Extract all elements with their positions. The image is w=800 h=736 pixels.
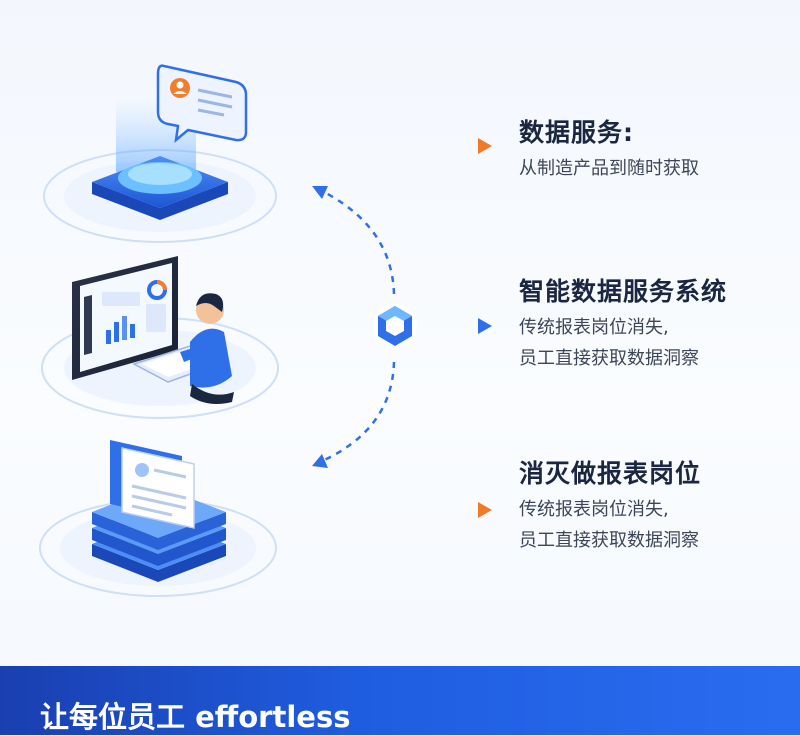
node-description: 传统报表岗位消失, xyxy=(519,499,669,520)
footer-banner: 让每位员工 effortless xyxy=(0,666,800,735)
node-description: 员工直接获取数据洞察 xyxy=(519,348,699,369)
node-label-smart-system: 智能数据服务系统 传统报表岗位消失, 员工直接获取数据洞察 xyxy=(519,272,727,374)
node-label-data-service: 数据服务: 从制造产品到随时获取 xyxy=(519,113,699,184)
dashed-connector-down xyxy=(312,361,396,468)
report-stack-illustration xyxy=(39,440,277,597)
node-description: 员工直接获取数据洞察 xyxy=(519,530,699,551)
analyst-workstation-illustration xyxy=(41,256,279,419)
data-platform-illustration xyxy=(43,64,277,243)
node-description: 从制造产品到随时获取 xyxy=(519,158,699,179)
footer-text: 让每位员工 effortless xyxy=(40,700,351,734)
chat-bubble-icon xyxy=(156,64,248,144)
blue-arrow-middle xyxy=(430,318,492,334)
node-description: 传统报表岗位消失, xyxy=(519,317,669,338)
donut-chart-icon xyxy=(147,280,167,300)
hexagon-hub-icon xyxy=(373,304,417,348)
node-label-eliminate-reports: 消灭做报表岗位 传统报表岗位消失, 员工直接获取数据洞察 xyxy=(519,454,701,556)
document-icon xyxy=(110,440,195,529)
orange-arrow-top xyxy=(296,138,492,154)
node-title: 智能数据服务系统 xyxy=(519,277,728,306)
orange-arrow-bottom xyxy=(296,502,492,518)
diagram-art xyxy=(39,64,492,597)
person-avatar xyxy=(180,293,234,404)
node-title: 数据服务: xyxy=(519,118,634,147)
bar-chart-icon xyxy=(106,316,135,344)
node-title: 消灭做报表岗位 xyxy=(519,459,702,488)
dashed-connector-up xyxy=(312,186,396,295)
